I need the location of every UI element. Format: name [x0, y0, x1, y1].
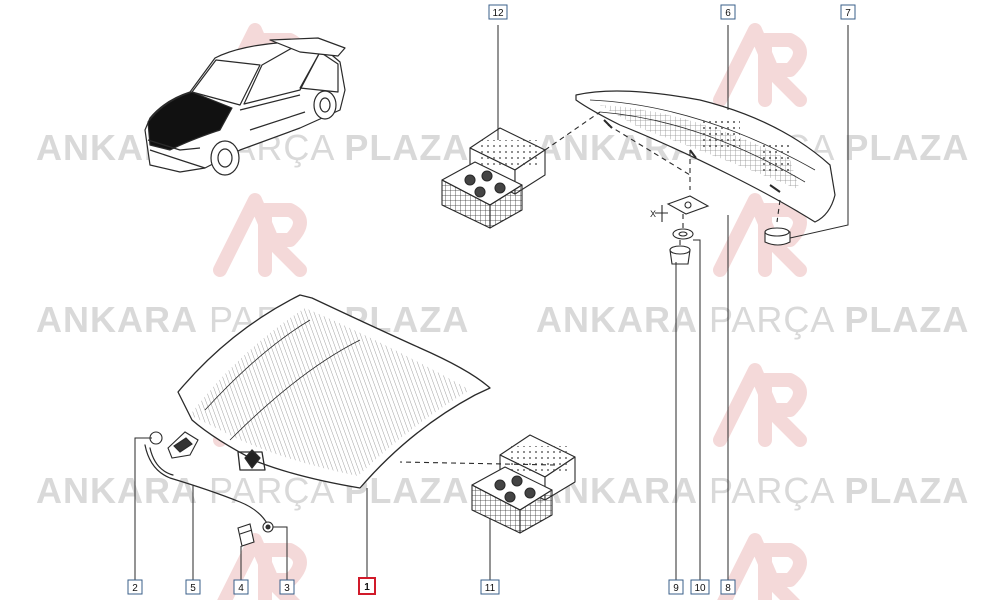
- hood-release-cable: [144, 444, 269, 526]
- callout-9[interactable]: 9: [668, 579, 684, 595]
- callout-label: 6: [725, 8, 731, 19]
- watermark-text: ANKARA PARÇA PLAZA: [536, 470, 969, 511]
- assembly-lines: [399, 111, 781, 466]
- callout-label: 8: [725, 583, 731, 594]
- callout-6[interactable]: 6: [720, 4, 736, 20]
- callout-label: 12: [492, 8, 504, 19]
- callout-label: 7: [845, 8, 851, 19]
- hood-emblem: [244, 449, 261, 469]
- callout-label: 1: [364, 582, 370, 593]
- callout-label: 11: [485, 583, 496, 594]
- insulation-clip-7: [764, 227, 791, 246]
- hood-panel: [177, 294, 491, 489]
- callout-12[interactable]: 12: [488, 4, 508, 20]
- callout-label: 4: [238, 583, 244, 594]
- callout-3[interactable]: 3: [279, 579, 295, 595]
- callout-label: 10: [694, 583, 706, 594]
- watermark-logo: [713, 363, 807, 447]
- hood-latch: [149, 431, 199, 459]
- callout-label: 9: [673, 583, 679, 594]
- callout-label: 2: [132, 583, 138, 594]
- cable-clip-4: [237, 523, 255, 547]
- watermark-text: ANKARA PARÇA PLAZA: [536, 299, 969, 340]
- bracket-8: [655, 195, 710, 222]
- hood-insulation-pad: [575, 90, 836, 223]
- watermark-logo: [213, 193, 307, 277]
- rubber-stop-9: [669, 245, 691, 265]
- car-hood-highlight: [147, 91, 233, 151]
- axis-label: X: [650, 209, 656, 219]
- callout-4[interactable]: 4: [233, 579, 249, 595]
- car-illustration: [144, 37, 346, 176]
- washer-10: [672, 228, 694, 240]
- callout-1[interactable]: 1: [358, 577, 376, 595]
- leader-lines: [134, 25, 849, 580]
- callout-8[interactable]: 8: [720, 579, 736, 595]
- callout-7[interactable]: 7: [840, 4, 856, 20]
- callout-11[interactable]: 11: [480, 579, 500, 595]
- callout-5[interactable]: 5: [185, 579, 201, 595]
- fastener-kit-12: [441, 127, 546, 229]
- fastener-kit-11: [471, 434, 576, 534]
- watermark-logo: [713, 23, 807, 107]
- callout-10[interactable]: 10: [690, 579, 710, 595]
- callout-label: 5: [190, 583, 196, 594]
- callout-label: 3: [284, 583, 290, 594]
- watermark-text: ANKARA PARÇA PLAZA: [36, 470, 469, 511]
- cable-clip-3: [262, 521, 274, 533]
- callout-2[interactable]: 2: [127, 579, 143, 595]
- callout-boxes: 1 2 3 4 5 6 7: [127, 4, 856, 595]
